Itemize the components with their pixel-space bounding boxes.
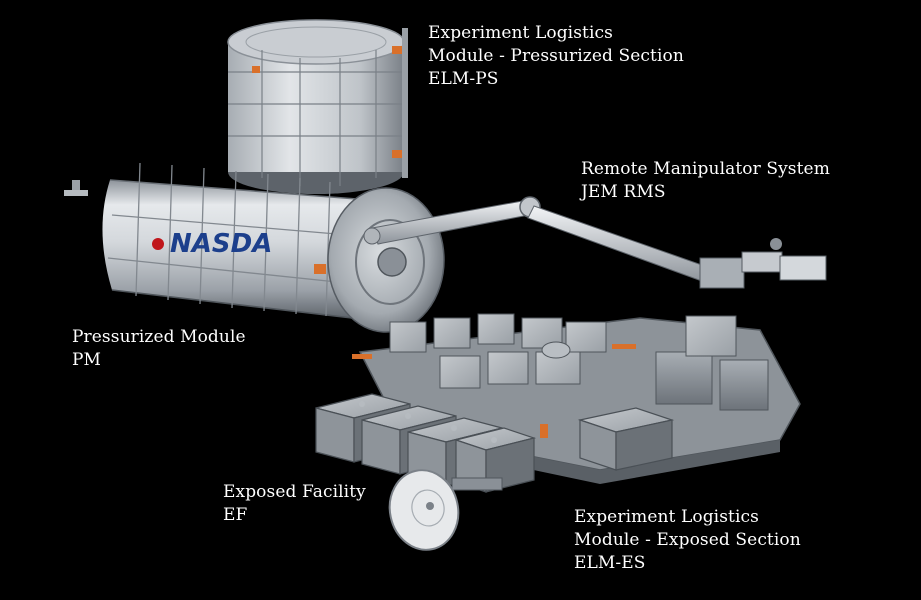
antenna-dish	[388, 469, 503, 551]
label-elm-es-line3: ELM-ES	[574, 553, 646, 573]
nasda-logo: NASDA	[170, 229, 272, 259]
label-pm: Pressurized Module PM	[72, 326, 246, 372]
jem-rms-arm	[363, 196, 827, 289]
label-elm-ps-line2: Module - Pressurized Section	[428, 46, 684, 66]
label-elm-ps-line3: ELM-PS	[428, 69, 499, 89]
label-pm-line2: PM	[72, 350, 102, 370]
label-elm-es-line2: Module - Exposed Section	[574, 530, 801, 550]
label-ef: Exposed Facility EF	[223, 481, 366, 527]
elm-ps-module	[227, 19, 408, 194]
label-ef-line1: Exposed Facility	[223, 482, 366, 502]
label-jem-rms-line2: JEM RMS	[581, 182, 666, 202]
label-pm-line1: Pressurized Module	[72, 327, 246, 347]
label-elm-ps-line1: Experiment Logistics	[428, 23, 613, 43]
label-jem-rms-line1: Remote Manipulator System	[581, 159, 830, 179]
label-elm-es-line1: Experiment Logistics	[574, 507, 759, 527]
label-ef-line2: EF	[223, 505, 248, 525]
exposed-facility	[352, 313, 801, 484]
label-elm-es: Experiment Logistics Module - Exposed Se…	[574, 506, 801, 575]
label-jem-rms: Remote Manipulator System JEM RMS	[581, 158, 830, 204]
label-elm-ps: Experiment Logistics Module - Pressurize…	[428, 22, 684, 91]
pressurized-module: NASDA	[64, 162, 445, 333]
